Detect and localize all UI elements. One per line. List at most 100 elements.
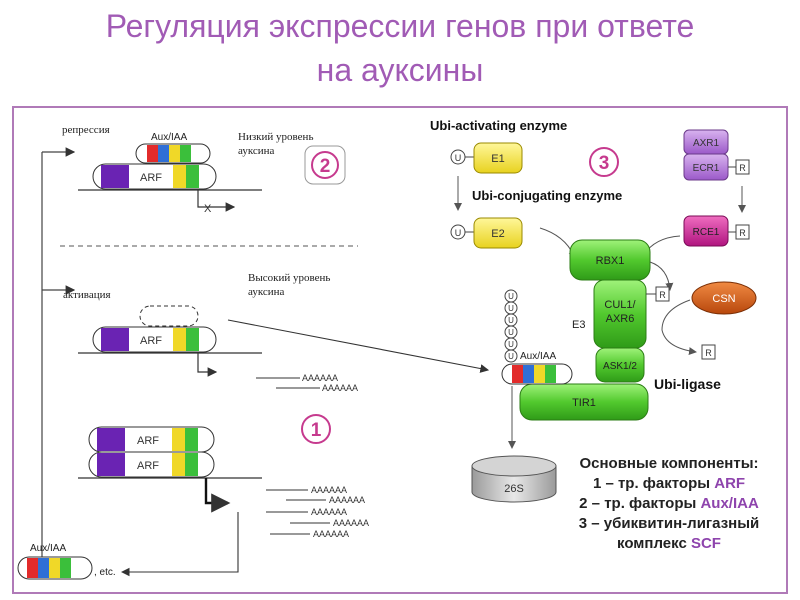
high-auxin-label-2: ауксина: [248, 286, 285, 298]
proteasome-26s: 26S: [471, 455, 557, 503]
cul1-label-1: CUL1/: [604, 299, 636, 311]
polyubiquitin-chain: U U U U U U: [504, 289, 518, 363]
axr1-label: AXR1: [693, 138, 720, 149]
ubiquitin-u-chain-2: U: [508, 304, 514, 313]
ubiquitin-u-e1: U: [455, 153, 462, 163]
slide-title: Регуляция экспрессии генов при ответе на…: [0, 4, 800, 92]
ubi-ligase-label: Ubi-ligase: [654, 376, 721, 392]
figure-frame: [12, 106, 788, 594]
rub1-tag-free: [701, 344, 716, 360]
legend-item-2-text: 2 – тр. факторы: [579, 495, 701, 512]
proteasome-label: 26S: [504, 483, 524, 495]
rub1-tag-rce1: [735, 224, 750, 240]
ubiquitin-u-chain-3: U: [508, 316, 514, 325]
ubiquitin-u-e2: U: [455, 228, 462, 238]
rce1-label: RCE1: [693, 227, 720, 238]
new-aux-iaa-arrow: [120, 512, 239, 577]
aux-iaa-top-label: Aux/IAA: [151, 132, 187, 143]
poly-a-7: AAAAAA: [313, 529, 349, 539]
ask-label: ASK1/2: [603, 361, 637, 372]
transcription-arrow-1: [197, 353, 218, 377]
legend-item-3-cont: комплекс SCF: [544, 534, 794, 554]
aux-iaa-feedback-label: Aux/IAA: [30, 543, 66, 554]
blocked-mark: X: [204, 203, 212, 215]
poly-a-3: AAAAAA: [311, 485, 347, 495]
arf-dimer-top: ARF: [88, 426, 215, 453]
e1-label: E1: [491, 153, 504, 165]
legend-item-3: 3 – убиквитин-лигазный: [578, 515, 760, 532]
legend-item-1: 1 – тр. факторы ARF: [544, 474, 794, 494]
blocked-transcription-arrow: [197, 190, 236, 212]
ubiquitin-u-chain-5: U: [508, 340, 514, 349]
arf-label-3: ARF: [137, 435, 159, 447]
badge-1: 1: [301, 414, 331, 444]
ubiquitin-u-chain-6: U: [508, 352, 514, 361]
rub1-r-free: R: [705, 348, 712, 358]
low-auxin-label-2: ауксина: [238, 145, 275, 157]
legend-item-3-text: комплекс: [617, 535, 691, 552]
legend-item-2-highlight: Aux/IAA: [700, 495, 759, 512]
activation-label: активация: [63, 289, 111, 301]
ubiquitin-u-chain-4: U: [508, 328, 514, 337]
rub1-r-ecr1: R: [739, 163, 746, 173]
e2-enzyme: [473, 217, 523, 249]
csn-complex: [691, 281, 757, 315]
high-auxin-label-1: Высокий уровень: [248, 272, 330, 284]
e2-label: E2: [491, 228, 504, 240]
rub1-r-cul1: R: [659, 290, 666, 300]
arf-label-4: ARF: [137, 460, 159, 472]
low-auxin-label-1: Низкий уровень: [238, 131, 313, 143]
poly-a-2: AAAAAA: [322, 383, 358, 393]
arf-label-2: ARF: [140, 335, 162, 347]
poly-a-6: AAAAAA: [333, 518, 369, 528]
aux-iaa-protein-repressed: [135, 143, 211, 164]
slide-title-line-1: Регуляция экспрессии генов при ответе: [105, 8, 695, 44]
aux-iaa-protein-new: [17, 556, 93, 580]
legend-item-1-highlight: ARF: [714, 475, 746, 492]
poly-a-5: AAAAAA: [311, 507, 347, 517]
ask-protein: [595, 347, 645, 383]
tir1-protein: [519, 383, 649, 421]
csn-deneddylation-arrow: [661, 299, 697, 356]
legend-item-2: 2 – тр. факторы Aux/IAA: [544, 494, 794, 514]
csn-label: CSN: [712, 293, 735, 305]
strong-transcription-arrow: [204, 478, 231, 513]
legend-box: Основные компоненты: 1 – тр. факторы ARF…: [544, 454, 794, 554]
badge-3-number: 3: [599, 153, 610, 174]
e3-label: E3: [572, 319, 585, 331]
slide-title-line-2: на ауксины: [316, 52, 484, 88]
ubi-activating-label: Ubi-activating enzyme: [430, 118, 567, 133]
arf-protein-active: ARF: [92, 326, 217, 353]
ecr1-label: ECR1: [693, 163, 720, 174]
rub1-r-rce1: R: [739, 228, 746, 238]
ubiquitin-u-chain-1: U: [508, 292, 514, 301]
badge-2: 2: [304, 145, 346, 185]
aux-iaa-to-degradation-arrow: [227, 319, 490, 373]
aux-iaa-removed-placeholder: [139, 305, 199, 327]
aux-iaa-substrate: [501, 363, 573, 385]
rce1-protein: [683, 215, 729, 247]
poly-a-1: AAAAAA: [302, 373, 338, 383]
cul1-label-2: AXR6: [606, 313, 635, 325]
ubiquitin-e2: U: [450, 224, 474, 240]
badge-3: 3: [589, 147, 619, 177]
rub1-tag-ecr1: [735, 159, 750, 175]
legend-item-3-highlight: SCF: [690, 535, 721, 552]
e1-enzyme: [473, 142, 523, 174]
arf-protein-repressed: ARF: [92, 163, 217, 190]
badge-2-number: 2: [320, 156, 331, 177]
poly-a-4: AAAAAA: [329, 495, 365, 505]
arf-dimer-bottom: ARF: [88, 451, 215, 478]
ubi-conjugating-label: Ubi-conjugating enzyme: [472, 188, 622, 203]
rbx1-label: RBX1: [596, 255, 625, 267]
aux-iaa-substrate-label: Aux/IAA: [520, 351, 556, 362]
tir1-label: TIR1: [572, 397, 596, 409]
legend-item-1-text: 1 – тр. факторы: [592, 475, 715, 492]
legend-heading: Основные компоненты:: [579, 455, 759, 472]
repression-label: репрессия: [62, 124, 110, 136]
rbx1-r-arrow: [649, 261, 674, 291]
ubiquitin-e1: U: [450, 149, 474, 165]
arf-label-1: ARF: [140, 172, 162, 184]
etc-label: , etc.: [94, 567, 116, 578]
